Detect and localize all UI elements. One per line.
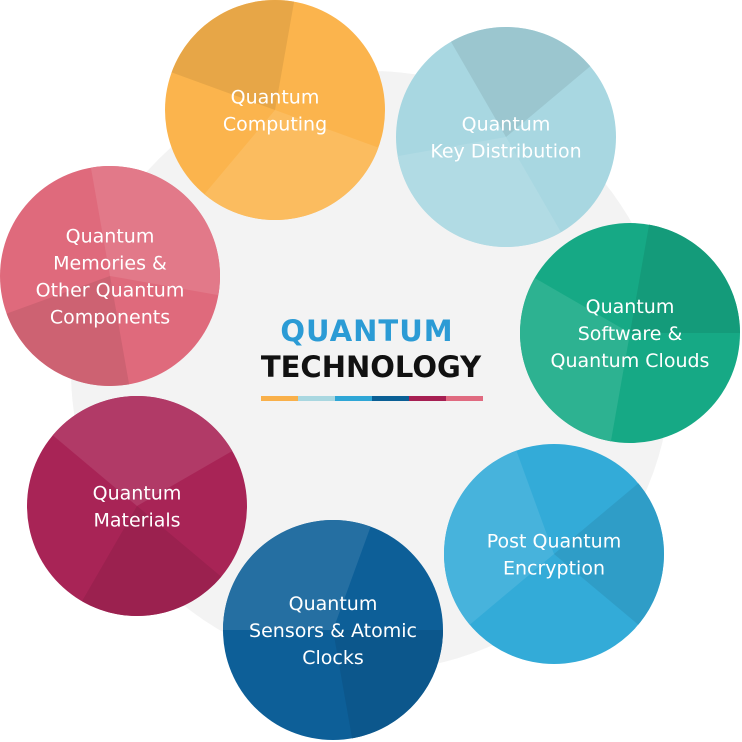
- node-label-line: Quantum Clouds: [551, 350, 710, 372]
- node-label-line: Clocks: [302, 647, 364, 669]
- node-label-line: Key Distribution: [430, 141, 581, 163]
- node-facet: [204, 110, 379, 220]
- node-label-line: Quantum: [93, 483, 182, 505]
- color-bar: [261, 396, 483, 401]
- node-label-line: Sensors & Atomic: [249, 620, 417, 642]
- node-facet: [82, 506, 222, 616]
- color-bar-segment: [335, 396, 372, 401]
- node-label-line: Software &: [578, 323, 683, 345]
- node-label-line: Quantum: [66, 226, 155, 248]
- node-facet: [520, 278, 630, 442]
- color-bar-segment: [298, 396, 335, 401]
- node-label-line: Quantum: [462, 114, 551, 136]
- node-facet: [554, 483, 665, 625]
- node-label-line: Post Quantum: [487, 531, 621, 553]
- node-label-line: Other Quantum: [36, 280, 185, 302]
- node-label-line: Quantum: [289, 593, 378, 615]
- node-label-line: Memories &: [53, 253, 167, 275]
- color-bar-segment: [409, 396, 446, 401]
- node-facet: [223, 520, 371, 630]
- node-label-line: Components: [50, 307, 170, 329]
- node-label-line: Quantum: [231, 87, 320, 109]
- center-title: QUANTUM TECHNOLOGY: [261, 314, 482, 384]
- node-label-line: Quantum: [586, 296, 675, 318]
- node-facet: [443, 450, 554, 625]
- node-label-line: Encryption: [503, 558, 605, 580]
- node-facet: [630, 224, 740, 333]
- color-bar-segment: [446, 396, 483, 401]
- center-title-line2: TECHNOLOGY: [261, 350, 482, 384]
- center-title-line1: QUANTUM: [280, 314, 453, 348]
- node-facet: [90, 166, 221, 296]
- node-facet: [171, 0, 295, 110]
- node-facet: [52, 395, 233, 506]
- color-bar-segment: [261, 396, 298, 401]
- node-label-line: Computing: [223, 114, 327, 136]
- node-facet: [451, 26, 591, 137]
- node-facet: [333, 630, 443, 739]
- color-bar-segment: [372, 396, 409, 401]
- node-facet: [397, 137, 561, 247]
- node-label-line: Materials: [93, 510, 180, 532]
- node-facet: [6, 276, 130, 386]
